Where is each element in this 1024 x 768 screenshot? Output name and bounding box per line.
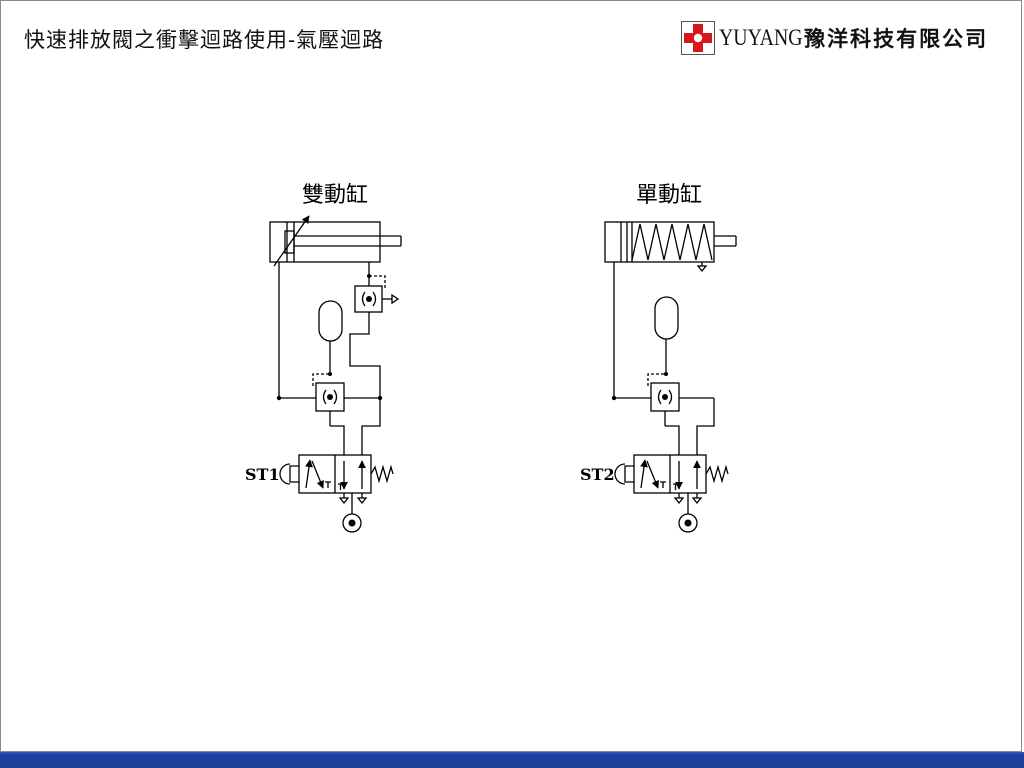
brand-name-zh: 豫洋科技有限公司 (804, 26, 989, 51)
switch-label-st1: ST1 (245, 465, 280, 484)
quick-exhaust-valve-rod-side (354, 285, 400, 313)
left-circuit-label: 雙動缸 (302, 183, 368, 208)
right-circuit: 單動缸 (580, 183, 737, 533)
air-reservoir (318, 300, 343, 374)
directional-valve-left (279, 454, 394, 533)
left-circuit: 雙動缸 (245, 183, 402, 533)
brand-name-en: YUYANG (719, 25, 803, 50)
air-supply-left (342, 513, 362, 533)
footer-bar (0, 752, 1024, 768)
slide-title: 快速排放閥之衝擊迴路使用-氣壓迴路 (24, 28, 385, 52)
quick-exhaust-valve-right (647, 372, 680, 412)
quick-exhaust-valve-central (312, 372, 345, 412)
single-acting-cylinder (604, 221, 737, 273)
right-circuit-label: 單動缸 (636, 183, 702, 208)
double-acting-cylinder (269, 215, 402, 267)
directional-valve-right (614, 454, 729, 533)
yuyang-logo-icon (681, 21, 715, 55)
air-reservoir-right (654, 296, 679, 374)
brand: YUYANG 豫洋科技有限公司 (681, 20, 988, 56)
switch-label-st2: ST2 (580, 465, 615, 484)
air-supply-right (678, 513, 698, 533)
